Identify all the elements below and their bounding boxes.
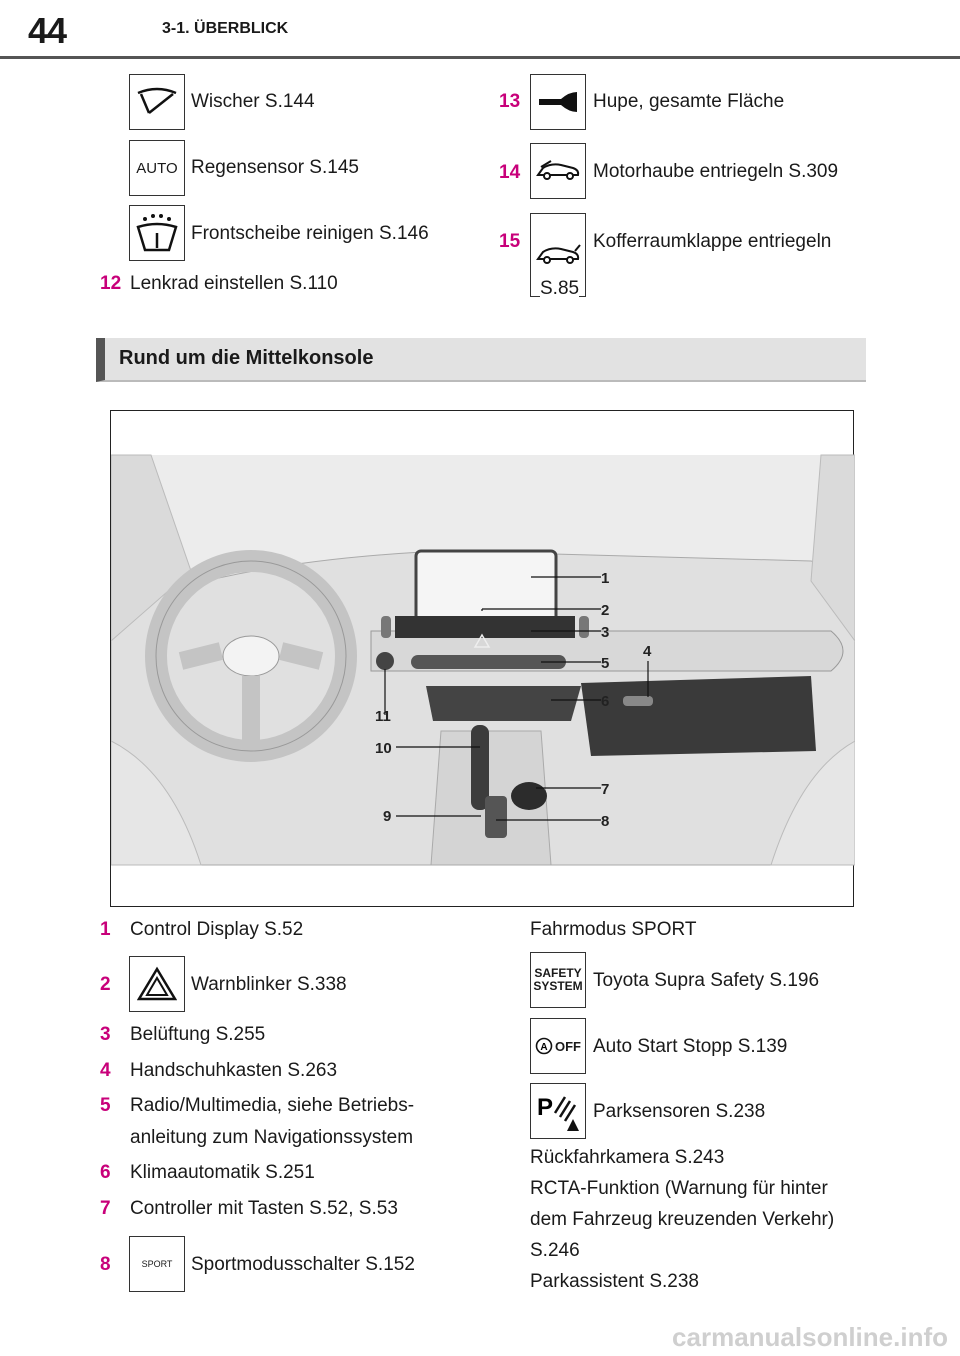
section-title: 3-1. ÜBERBLICK (162, 20, 289, 37)
header-divider (0, 56, 960, 59)
drive-mode-sport-label: Fahrmodus SPORT (530, 919, 697, 940)
svg-text:P: P (537, 1094, 553, 1121)
callout-11: 11 (375, 708, 391, 725)
item-1-number: 1 (100, 919, 111, 940)
wiper-label: Wischer S.144 (191, 91, 315, 112)
rain-sensor-label: Regensensor S.145 (191, 157, 359, 178)
callout-9: 9 (383, 808, 391, 825)
item-1-label: Control Display S.52 (130, 919, 304, 940)
rcta-label-cont: dem Fahrzeug kreuzenden Verkehr) (530, 1209, 835, 1230)
trunk-label-page: S.85 (540, 278, 580, 300)
autostart-label: Auto Start Stopp S.139 (593, 1036, 788, 1057)
item-3-number: 3 (100, 1024, 111, 1045)
item-6-number: 6 (100, 1162, 111, 1183)
item-7-label: Controller mit Tasten S.52, S.53 (130, 1198, 398, 1219)
callout-8: 8 (601, 813, 609, 830)
dashboard-illustration: 1 2 3 4 5 6 7 8 9 10 11 (110, 454, 856, 866)
watermark: carmanualsonline.info (672, 1322, 948, 1352)
washer-label: Frontscheibe reinigen S.146 (191, 223, 429, 244)
item-7-number: 7 (100, 1198, 111, 1219)
item-12-number: 12 (100, 273, 122, 294)
safety-label: Toyota Supra Safety S.196 (593, 970, 820, 991)
rcta-page: S.246 (530, 1240, 580, 1261)
wiper-icon (129, 74, 185, 130)
horn-icon (530, 74, 586, 130)
item-5-number: 5 (100, 1095, 111, 1116)
item-5-label-cont: anleitung zum Navigationssystem (130, 1127, 414, 1148)
park-assist-label: Parkassistent S.238 (530, 1271, 699, 1292)
item-8-number: 8 (100, 1254, 111, 1275)
park-sensor-icon: P (530, 1083, 586, 1139)
callout-10: 10 (375, 740, 392, 757)
sport-mode-icon: SPORT (129, 1236, 185, 1292)
item-2-number: 2 (100, 974, 111, 995)
page-number: 44 (28, 10, 67, 51)
item-4-label: Handschuhkasten S.263 (130, 1060, 338, 1081)
section-banner: Rund um die Mittelkonsole (96, 338, 866, 382)
auto-start-stop-icon: A OFF (530, 1018, 586, 1074)
horn-label: Hupe, gesamte Fläche (593, 91, 785, 112)
item-4-number: 4 (100, 1060, 111, 1081)
park-sensor-label: Parksensoren S.238 (593, 1101, 766, 1122)
callout-2: 2 (601, 602, 609, 619)
item-3-label: Belüftung S.255 (130, 1024, 266, 1045)
callout-4: 4 (643, 643, 652, 660)
rear-camera-label: Rückfahrkamera S.243 (530, 1147, 725, 1168)
banner-title: Rund um die Mittelkonsole (119, 347, 374, 369)
item-8-label: Sportmodusschalter S.152 (191, 1254, 415, 1275)
item-14-number: 14 (499, 162, 521, 183)
windshield-washer-icon (129, 205, 185, 261)
car-hood-icon (530, 143, 586, 199)
trunk-label: Kofferraumklappe entriegeln (593, 231, 832, 252)
item-5-label: Radio/Multimedia, siehe Betriebs- (130, 1095, 415, 1116)
callout-5: 5 (601, 655, 609, 672)
safety-system-icon: SAFETY SYSTEM (530, 952, 586, 1008)
callout-3: 3 (601, 624, 609, 641)
item-13-number: 13 (499, 91, 521, 112)
svg-text:A: A (540, 1042, 547, 1053)
rcta-label: RCTA-Funktion (Warnung für hinter (530, 1178, 828, 1199)
hood-label: Motorhaube entriegeln S.309 (593, 161, 839, 182)
item-2-label: Warnblinker S.338 (191, 974, 347, 995)
item-6-label: Klimaautomatik S.251 (130, 1162, 315, 1183)
callout-7: 7 (601, 781, 609, 798)
center-console-figure: 1 2 3 4 5 6 7 8 9 10 11 (110, 410, 856, 907)
callout-6: 6 (601, 693, 609, 710)
item-12-label: Lenkrad einstellen S.110 (130, 273, 338, 294)
item-15-number: 15 (499, 231, 521, 252)
auto-rain-sensor-icon: AUTO (129, 140, 185, 196)
hazard-warning-icon (129, 956, 185, 1012)
callout-1: 1 (601, 570, 609, 587)
